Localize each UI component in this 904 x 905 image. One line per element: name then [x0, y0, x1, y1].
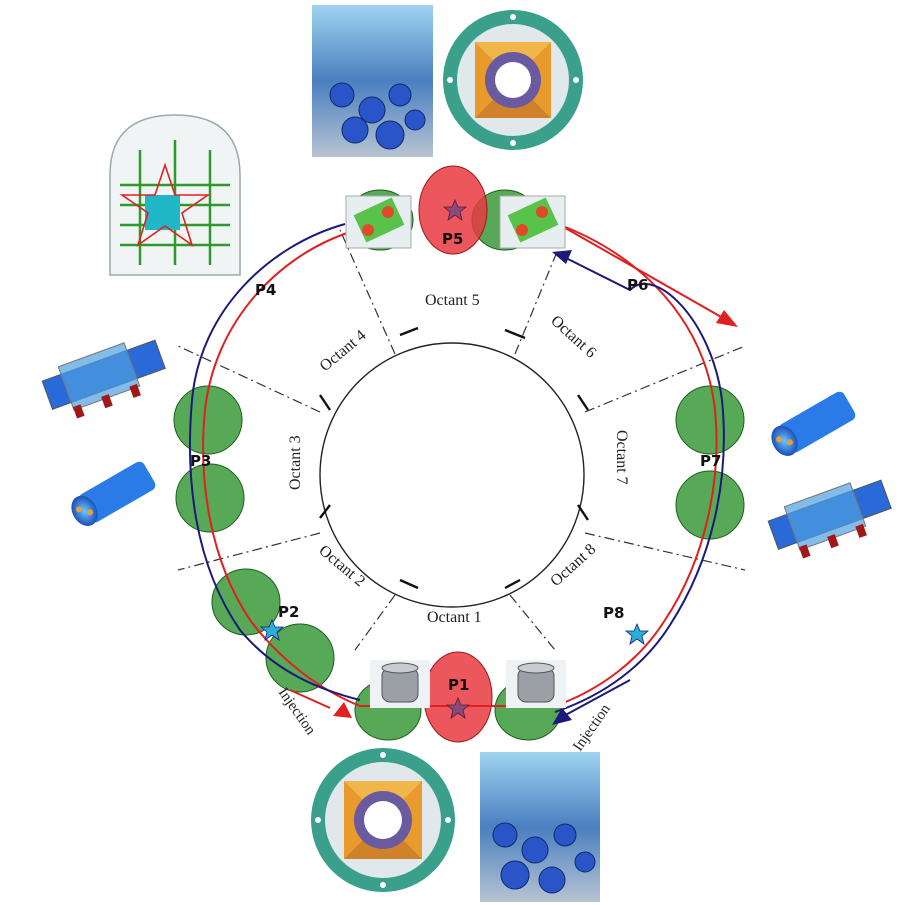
octant-7-label: Octant 7	[613, 430, 630, 485]
rf-cavity-icon	[499, 195, 566, 249]
rf-cavity-icon	[370, 660, 430, 708]
star-icon	[445, 696, 471, 719]
rf-cavity-icon	[506, 660, 566, 708]
experiment-cavern-icon	[109, 114, 241, 276]
octant-8-label: Octant 8	[547, 541, 599, 590]
dipole-cylinder-icon	[71, 461, 156, 526]
interaction-stars	[259, 198, 650, 719]
point-p5-label: P5	[442, 230, 463, 248]
rf-cavity-icon	[345, 195, 412, 249]
cryostat-magnet-icon	[767, 479, 892, 559]
point-p3-label: P3	[190, 452, 211, 470]
star-icon	[624, 622, 650, 645]
octant-4-label: Octant 4	[317, 327, 370, 375]
octant-2-label: Octant 2	[315, 542, 368, 590]
point-p8-label: P8	[603, 604, 624, 622]
inner-ring	[319, 342, 585, 608]
octant-labels: Octant 1 Octant 2 Octant 3 Octant 4 Octa…	[287, 292, 630, 626]
octant-1-label: Octant 1	[427, 609, 482, 626]
star-icon	[442, 198, 468, 221]
star-icon	[259, 618, 285, 641]
point-labels: P1 P2 P3 P4 P5 P6 P7 P8	[190, 230, 721, 694]
point-p4-label: P4	[255, 281, 276, 299]
octant-ticks	[319, 326, 589, 590]
magnet-cross-section-icon	[311, 748, 455, 892]
experiment-cavern-photo-top	[312, 5, 433, 157]
beam-2-path	[188, 223, 725, 725]
octant-6-label: Octant 6	[547, 312, 599, 361]
experiment-cavern-photo-bottom	[480, 752, 600, 902]
point-p6-label: P6	[627, 276, 648, 294]
point-p1-label: P1	[448, 676, 469, 694]
octant-5-label: Octant 5	[425, 292, 480, 309]
magnet-cross-section-icon	[443, 10, 583, 150]
point-p2-label: P2	[278, 603, 299, 621]
point-p7-label: P7	[700, 452, 721, 470]
octant-3-label: Octant 3	[287, 435, 304, 490]
dipole-cylinder-icon	[771, 391, 856, 456]
experiment-regions	[418, 165, 493, 743]
octant-boundaries	[177, 229, 746, 651]
cryostat-magnet-icon	[41, 339, 166, 419]
